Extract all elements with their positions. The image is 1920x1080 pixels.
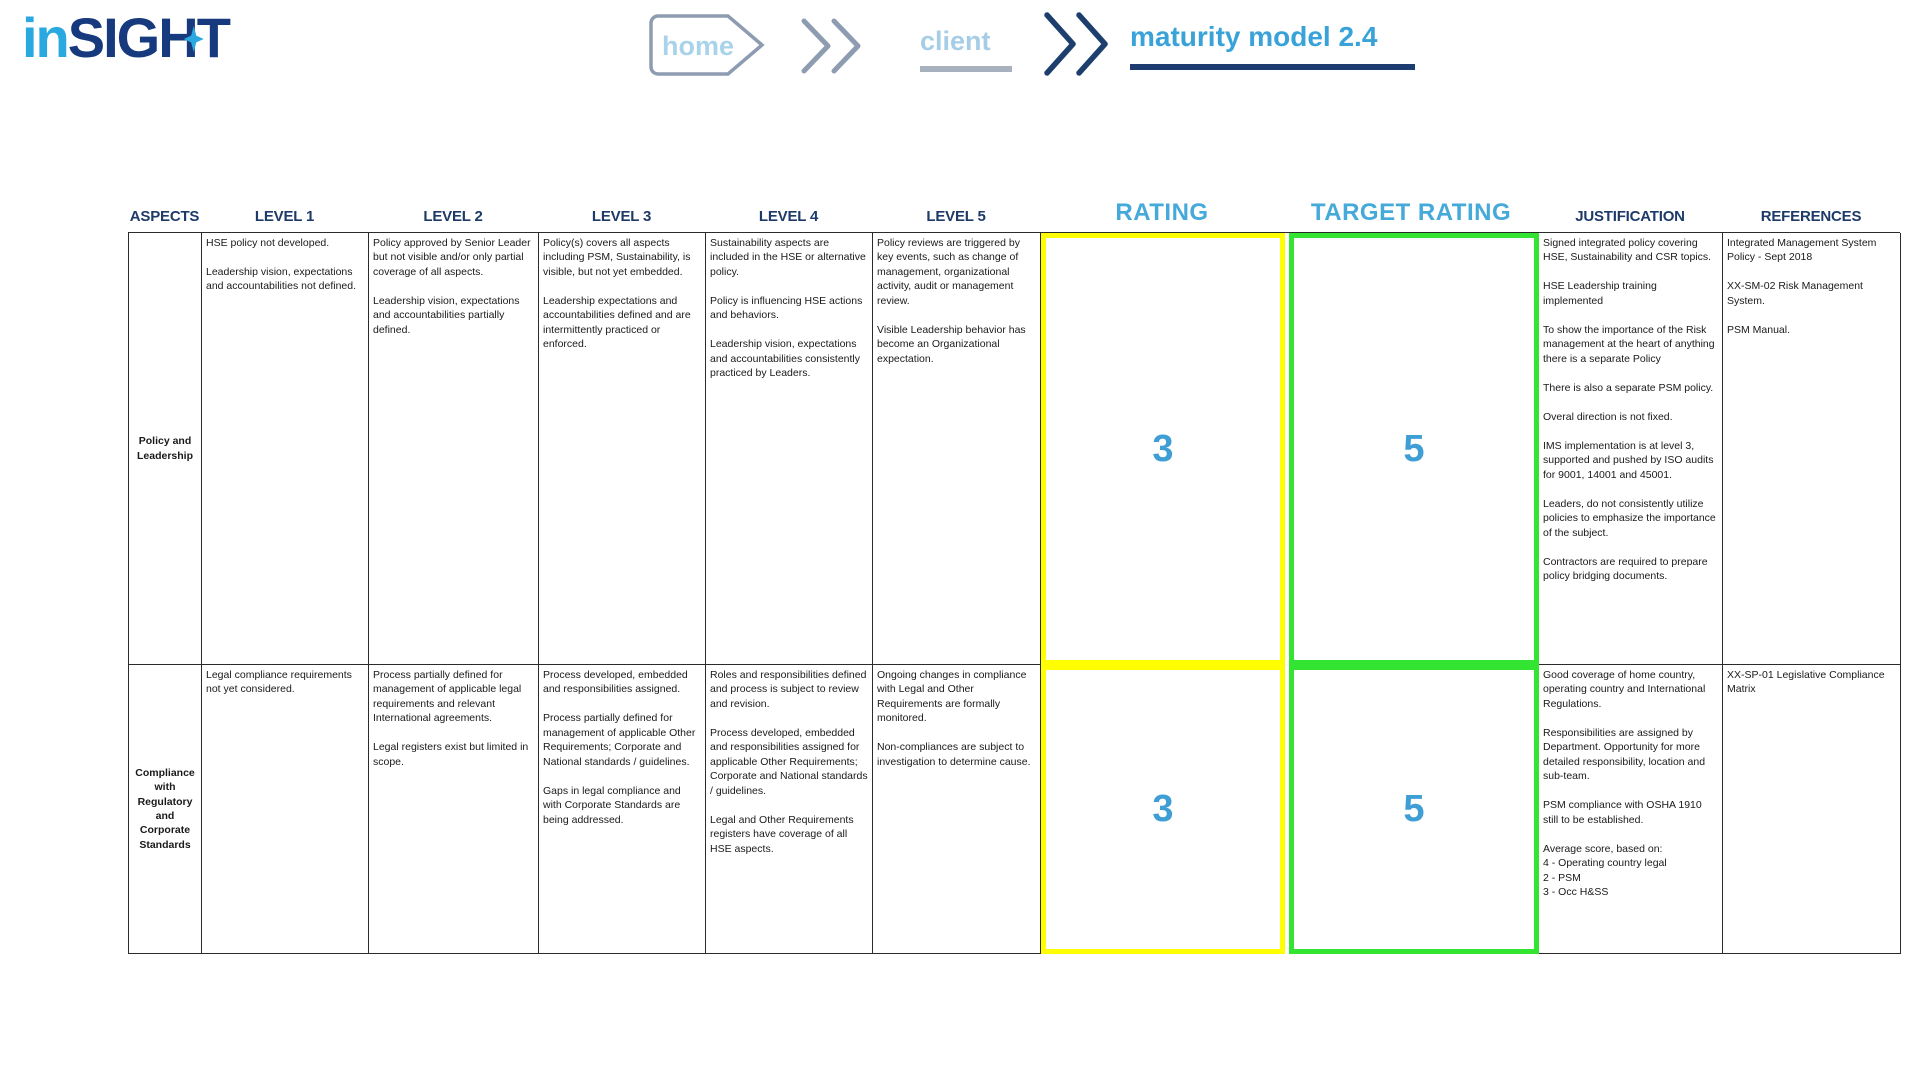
header-references: REFERENCES <box>1760 208 1862 225</box>
logo-letter-h: H <box>158 6 204 70</box>
level-4-cell: Sustainability aspects are included in t… <box>706 233 873 665</box>
level-3-cell: Process developed, embedded and responsi… <box>539 665 706 954</box>
target-rating-input-box[interactable]: 5 <box>1289 233 1539 665</box>
rating-input-box[interactable]: 3 <box>1041 233 1285 665</box>
home-arrow-shape <box>649 14 765 76</box>
header-level-1: LEVEL 1 <box>254 208 315 225</box>
breadcrumb-client-link[interactable]: client <box>920 26 991 56</box>
level-2-cell: Process partially defined for management… <box>369 665 539 954</box>
current-page-underline <box>1130 64 1415 70</box>
rating-cell: 3 <box>1041 665 1285 954</box>
header-level-3: LEVEL 3 <box>591 208 652 225</box>
maturity-table: Policy and Leadership HSE policy not dev… <box>128 232 1901 954</box>
target-rating-cell: 5 <box>1285 665 1539 954</box>
breadcrumb-current-page[interactable]: maturity model 2.4 <box>1130 21 1378 52</box>
table-header-row: ASPECTS LEVEL 1 LEVEL 2 LEVEL 3 LEVEL 4 … <box>128 194 1900 230</box>
rating-input-box[interactable]: 3 <box>1041 665 1285 954</box>
level-4-cell: Roles and responsibilities defined and p… <box>706 665 873 954</box>
level-2-cell: Policy approved by Senior Leader but not… <box>369 233 539 665</box>
chevron-double-gray-icon <box>801 18 861 74</box>
level-5-cell: Policy reviews are triggered by key even… <box>873 233 1041 665</box>
header-aspects: ASPECTS <box>129 208 200 225</box>
references-cell: Integrated Management System Policy - Se… <box>1723 233 1901 665</box>
breadcrumb-home-button[interactable]: home <box>648 13 770 77</box>
level-1-cell: HSE policy not developed. Leadership vis… <box>202 233 369 665</box>
header-justification: JUSTIFICATION <box>1575 208 1685 225</box>
references-cell: XX-SP-01 Legislative Compliance Matrix <box>1723 665 1901 954</box>
target-rating-input-box[interactable]: 5 <box>1289 665 1539 954</box>
header-level-5: LEVEL 5 <box>926 208 986 225</box>
logo-letter-t: T <box>196 6 231 69</box>
header-level-4: LEVEL 4 <box>758 208 819 225</box>
target-rating-value: 5 <box>1403 788 1425 831</box>
header-level-2: LEVEL 2 <box>423 208 483 225</box>
header-rating: RATING <box>1115 199 1209 226</box>
target-rating-value: 5 <box>1403 427 1425 470</box>
justification-cell: Good coverage of home country, operating… <box>1538 665 1723 954</box>
logo-text-dark: SIG <box>67 6 160 69</box>
target-rating-cell: 5 <box>1285 233 1539 665</box>
rating-value: 3 <box>1152 788 1174 831</box>
rating-value: 3 <box>1152 427 1174 470</box>
rating-cell: 3 <box>1041 233 1285 665</box>
level-3-cell: Policy(s) covers all aspects including P… <box>539 233 706 665</box>
client-underline <box>920 66 1012 72</box>
level-5-cell: Ongoing changes in compliance with Legal… <box>873 665 1041 954</box>
header-target-rating: TARGET RATING <box>1310 199 1512 226</box>
chevron-double-navy-icon <box>1044 12 1108 76</box>
logo-text-light: in <box>22 6 70 69</box>
breadcrumb-home-label: home <box>662 31 734 61</box>
justification-cell: Signed integrated policy covering HSE, S… <box>1538 233 1723 665</box>
aspect-label: Compliance with Regulatory and Corporate… <box>129 665 202 954</box>
aspect-label: Policy and Leadership <box>129 233 202 665</box>
level-1-cell: Legal compliance requirements not yet co… <box>202 665 369 954</box>
